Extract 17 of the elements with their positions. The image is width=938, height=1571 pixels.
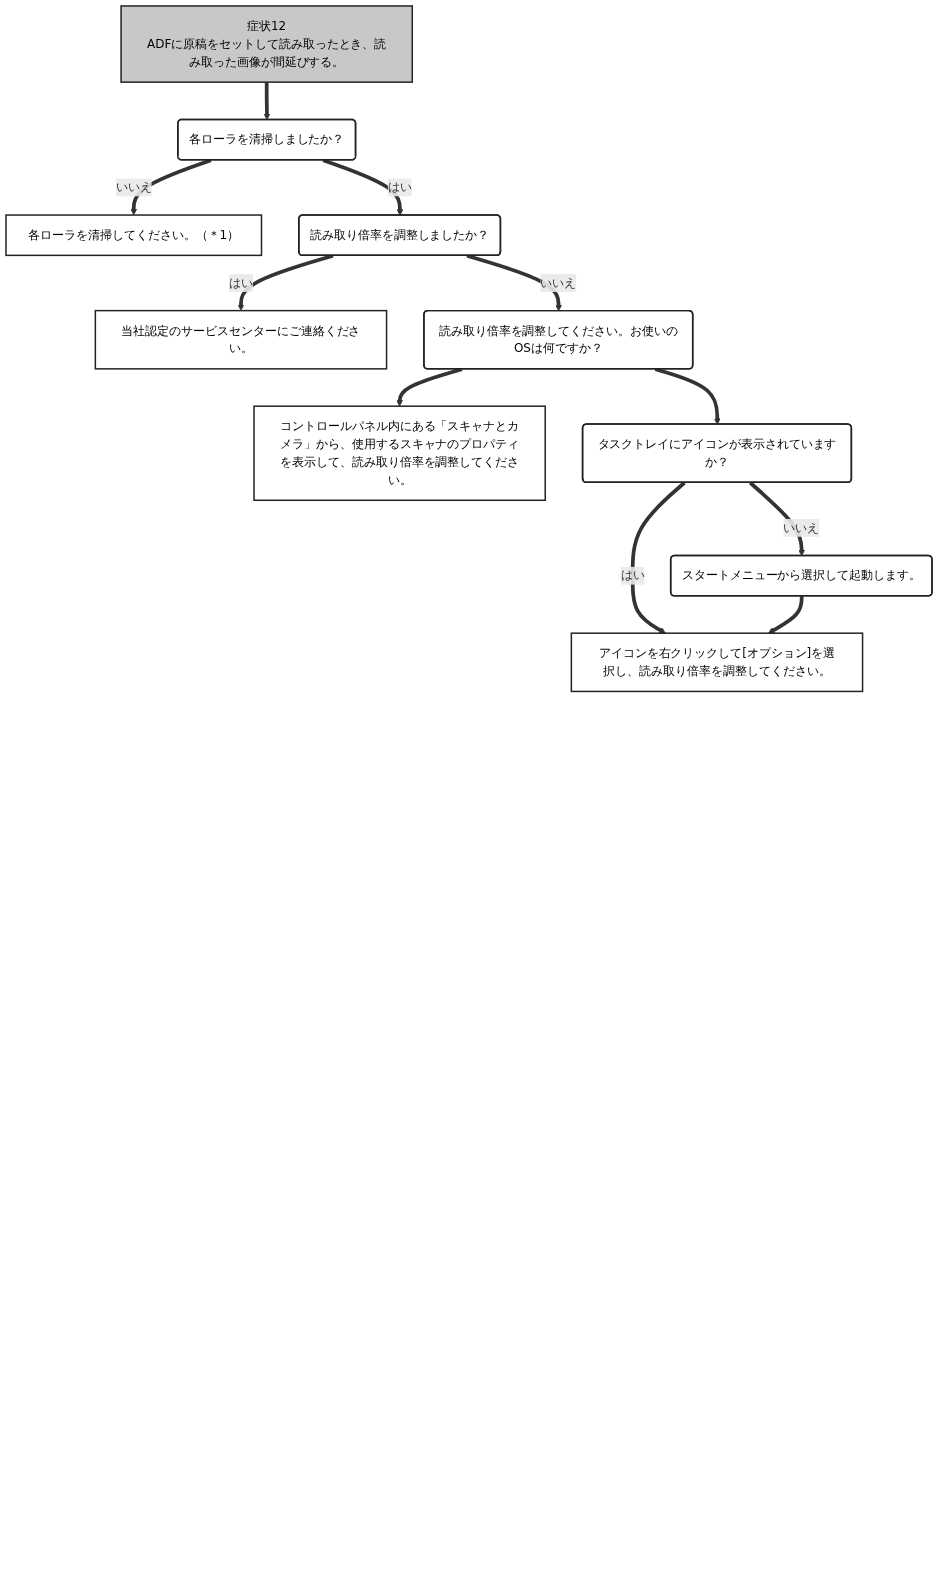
edge-label: いいえ — [540, 275, 577, 290]
edge-label: いいえ — [783, 520, 820, 535]
arrow — [263, 82, 271, 121]
node-box: 各ローラを清掃してください。（＊1） — [5, 214, 263, 257]
edge-label: はい — [620, 568, 645, 583]
node-box: コントロールパネル内にある「スキャナとカメラ」から、使用するスキャナのプロパティを表示して、読み取り倍率を調整してください。 — [253, 405, 546, 502]
edge-label: はい — [229, 275, 253, 290]
arrow — [322, 158, 404, 216]
edge-label: いいえ — [115, 179, 152, 195]
node-box: アイコンを右クリックして[オプション]を選択し、読み取り倍率を調整してください。 — [570, 632, 864, 693]
arrow — [396, 367, 463, 407]
arrow — [630, 481, 686, 634]
node-box: 当社認定のサービスセンターにご連絡ください。 — [94, 309, 388, 370]
arrow — [654, 367, 721, 425]
node-box: 症状12 ADFに原稿をセットして読み取ったとき、読み取った画像が間延びする。 — [120, 5, 414, 83]
arrow — [768, 596, 804, 634]
edge-label: はい — [387, 179, 412, 195]
